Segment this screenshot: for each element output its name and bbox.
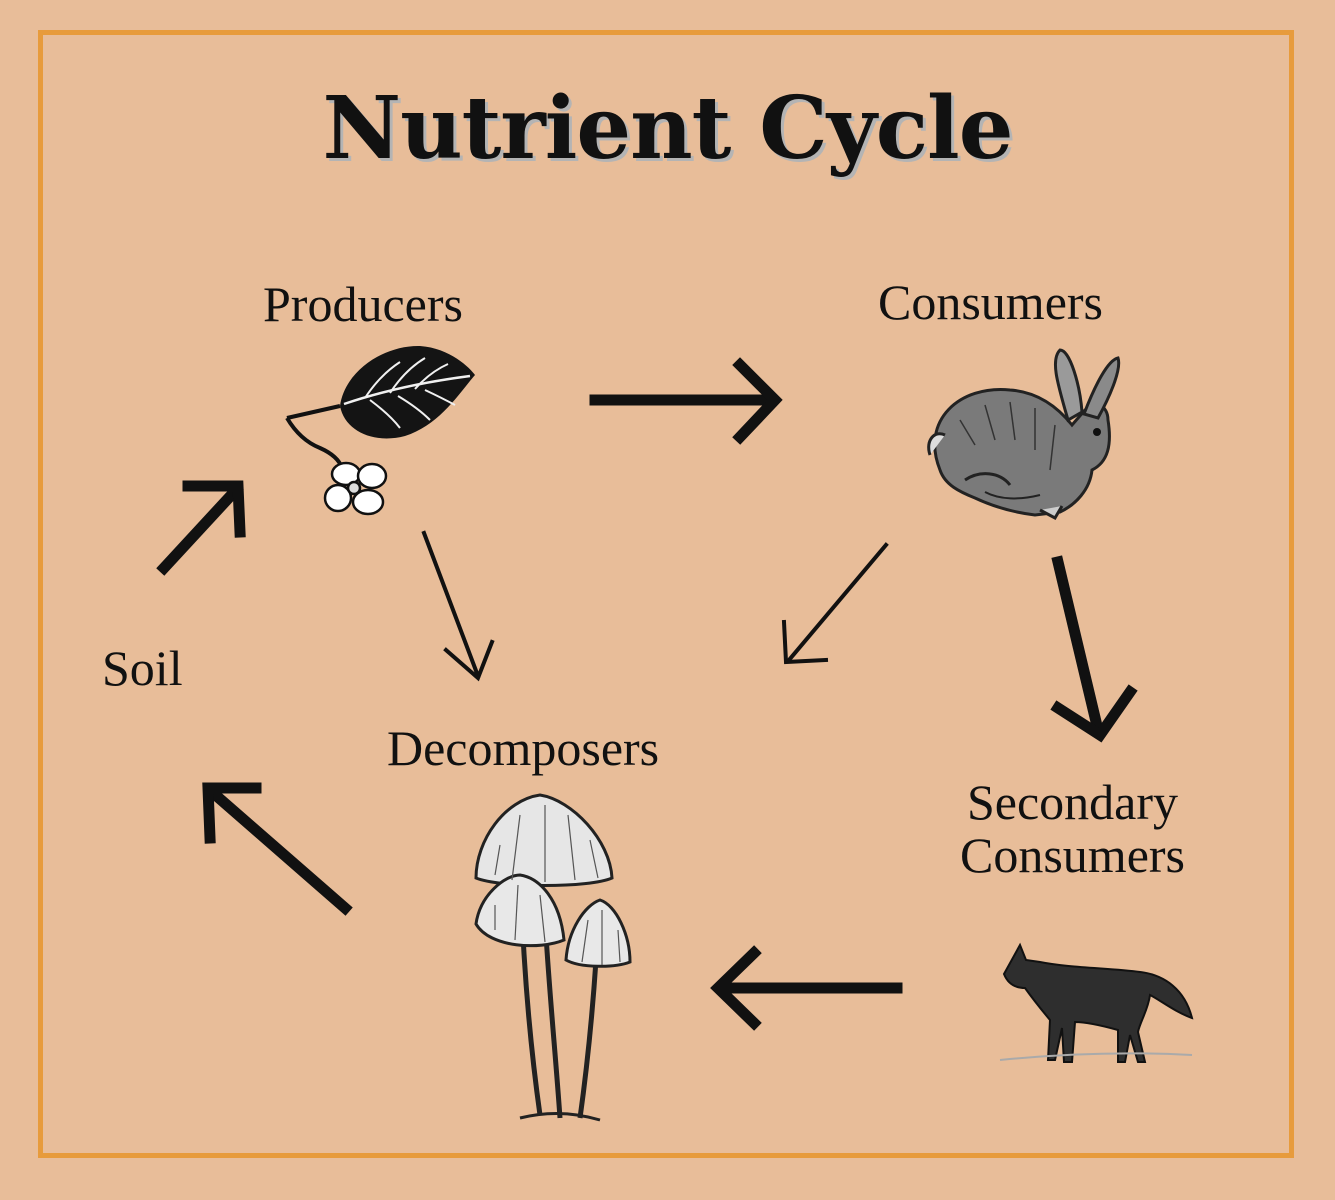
leaf-flower-icon: [285, 345, 475, 516]
fox-icon: [999, 942, 1194, 1063]
producers-label: Producers: [263, 276, 463, 332]
soil-label: Soil: [102, 640, 183, 696]
mushroom-icon: [474, 793, 632, 1122]
secondary-consumers-label: Secondary Consumers: [960, 776, 1185, 881]
arrow-soil-to-producers: [156, 480, 246, 576]
arrow-producers-to-decomposers: [421, 530, 495, 682]
rabbit-icon: [927, 348, 1121, 521]
arrow-decomposers-to-soil: [202, 782, 353, 916]
consumers-label: Consumers: [878, 274, 1103, 330]
decomposers-label: Decomposers: [387, 720, 660, 776]
secondary-consumers-line1: Secondary: [966, 774, 1179, 830]
arrow-consumers-to-decomposers: [781, 542, 889, 665]
arrow-consumers-to-secondary: [1050, 555, 1138, 743]
secondary-consumers-line2: Consumers: [960, 826, 1185, 883]
arrow-producers-to-consumers: [589, 357, 783, 445]
diagram-title: Nutrient Cycle: [322, 78, 1014, 179]
diagram-border: [38, 30, 1294, 1158]
arrow-secondary-to-decomposers: [710, 945, 903, 1031]
